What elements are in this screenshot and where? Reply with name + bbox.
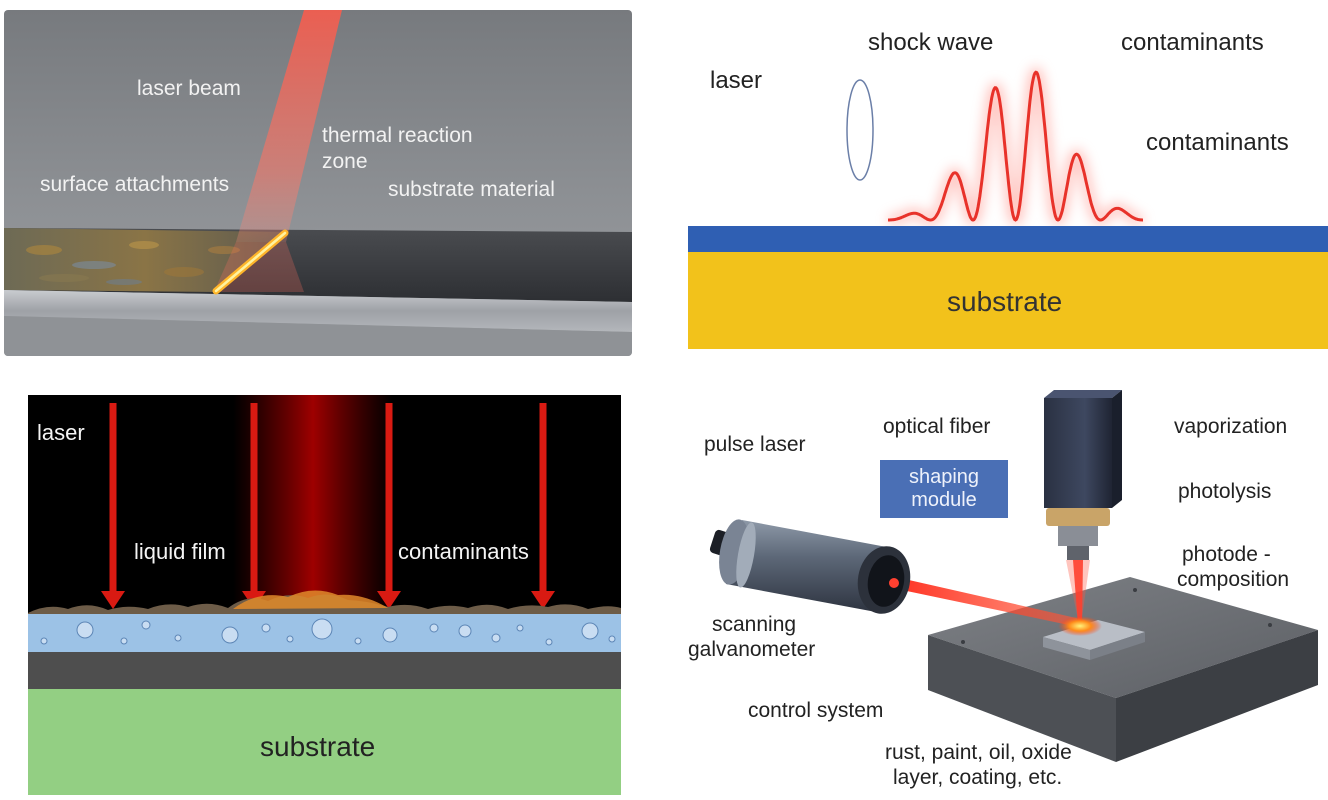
pulse-laser-label: pulse laser [704,433,806,456]
focusing-lens [846,79,874,181]
contaminants-side-label: contaminants [1146,129,1289,156]
heated-contaminants [233,590,388,609]
substrate-block [28,689,621,795]
substrate-block [688,252,1328,349]
laser-head-collar [1046,508,1110,526]
liquid-film-illustration [28,395,621,795]
laser-thermal-reaction-panel: laser beam thermal reaction zone surface… [4,10,632,356]
optical-fiber-label: optical fiber [883,415,991,438]
workpiece-front-face [928,635,1116,762]
shock-wave [888,70,1143,222]
shaping-module-box: shaping module [880,460,1008,518]
contaminant-types-label-line1: rust, paint, oil, oxide [885,741,1072,764]
substrate-interface-layer [28,652,621,689]
scanning-laser-beam [900,578,1085,628]
sample-plate-top [1043,620,1145,650]
contaminant-layer [688,226,1328,252]
liquid-film-panel: laser liquid film contaminants substrate [28,395,621,795]
laser-hot-spot [1058,616,1102,636]
shaping-module-label-line2: module [911,489,977,511]
substrate-front-edge [4,290,632,332]
scanning-galvanometer-device [709,519,911,614]
shock-wave-panel: laser shock wave contaminants contaminan… [688,10,1328,355]
liquid-film-label: liquid film [134,539,226,564]
workpiece-side-face [1116,630,1318,762]
substrate-label: substrate [947,286,1063,317]
focused-laser-beam [1073,560,1083,625]
shock-wave-illustration [688,66,1328,349]
vaporization-label: vaporization [1174,415,1288,438]
substrate-label: substrate [260,731,376,762]
thermal-reaction-zone-label-line1: thermal reaction [322,124,473,147]
attachment-speckles [26,241,240,285]
photodecomposition-label-line2: composition [1177,568,1290,591]
contaminants-top-label: contaminants [1121,29,1264,56]
scanning-galvanometer-label-line1: scanning [712,613,797,636]
contaminant-types-label-line2: layer, coating, etc. [893,766,1063,789]
laser-label: laser [37,420,85,445]
surface-attachments-label: surface attachments [40,173,230,196]
liquid-bubbles [40,618,616,646]
scanning-galvanometer-label-line2: galvanometer [688,638,816,661]
laser-head-body [1044,398,1112,508]
substrate-material-label: substrate material [388,178,555,201]
photolysis-label: photolysis [1178,480,1272,503]
laser-cleaning-system-panel: pulse laser optical fiber shaping module… [680,380,1328,800]
shock-wave-label: shock wave [868,29,994,56]
photodecomposition-label-line1: photode - [1182,543,1271,566]
control-system-label: control system [748,699,884,722]
laser-beam [236,10,342,242]
laser-label: laser [710,67,763,94]
shaping-module-label-line1: shaping [908,466,980,488]
shock-wave-glow [888,66,1143,227]
thermal-reaction-illustration [4,10,632,356]
central-laser-glow [233,395,393,610]
contaminants-label: contaminants [398,539,529,564]
thermal-reaction-zone-label-line2: zone [322,150,368,173]
laser-beam-label: laser beam [137,77,241,100]
laser-cleaning-system-illustration [709,390,1318,762]
substrate-lower-edge [4,316,632,356]
